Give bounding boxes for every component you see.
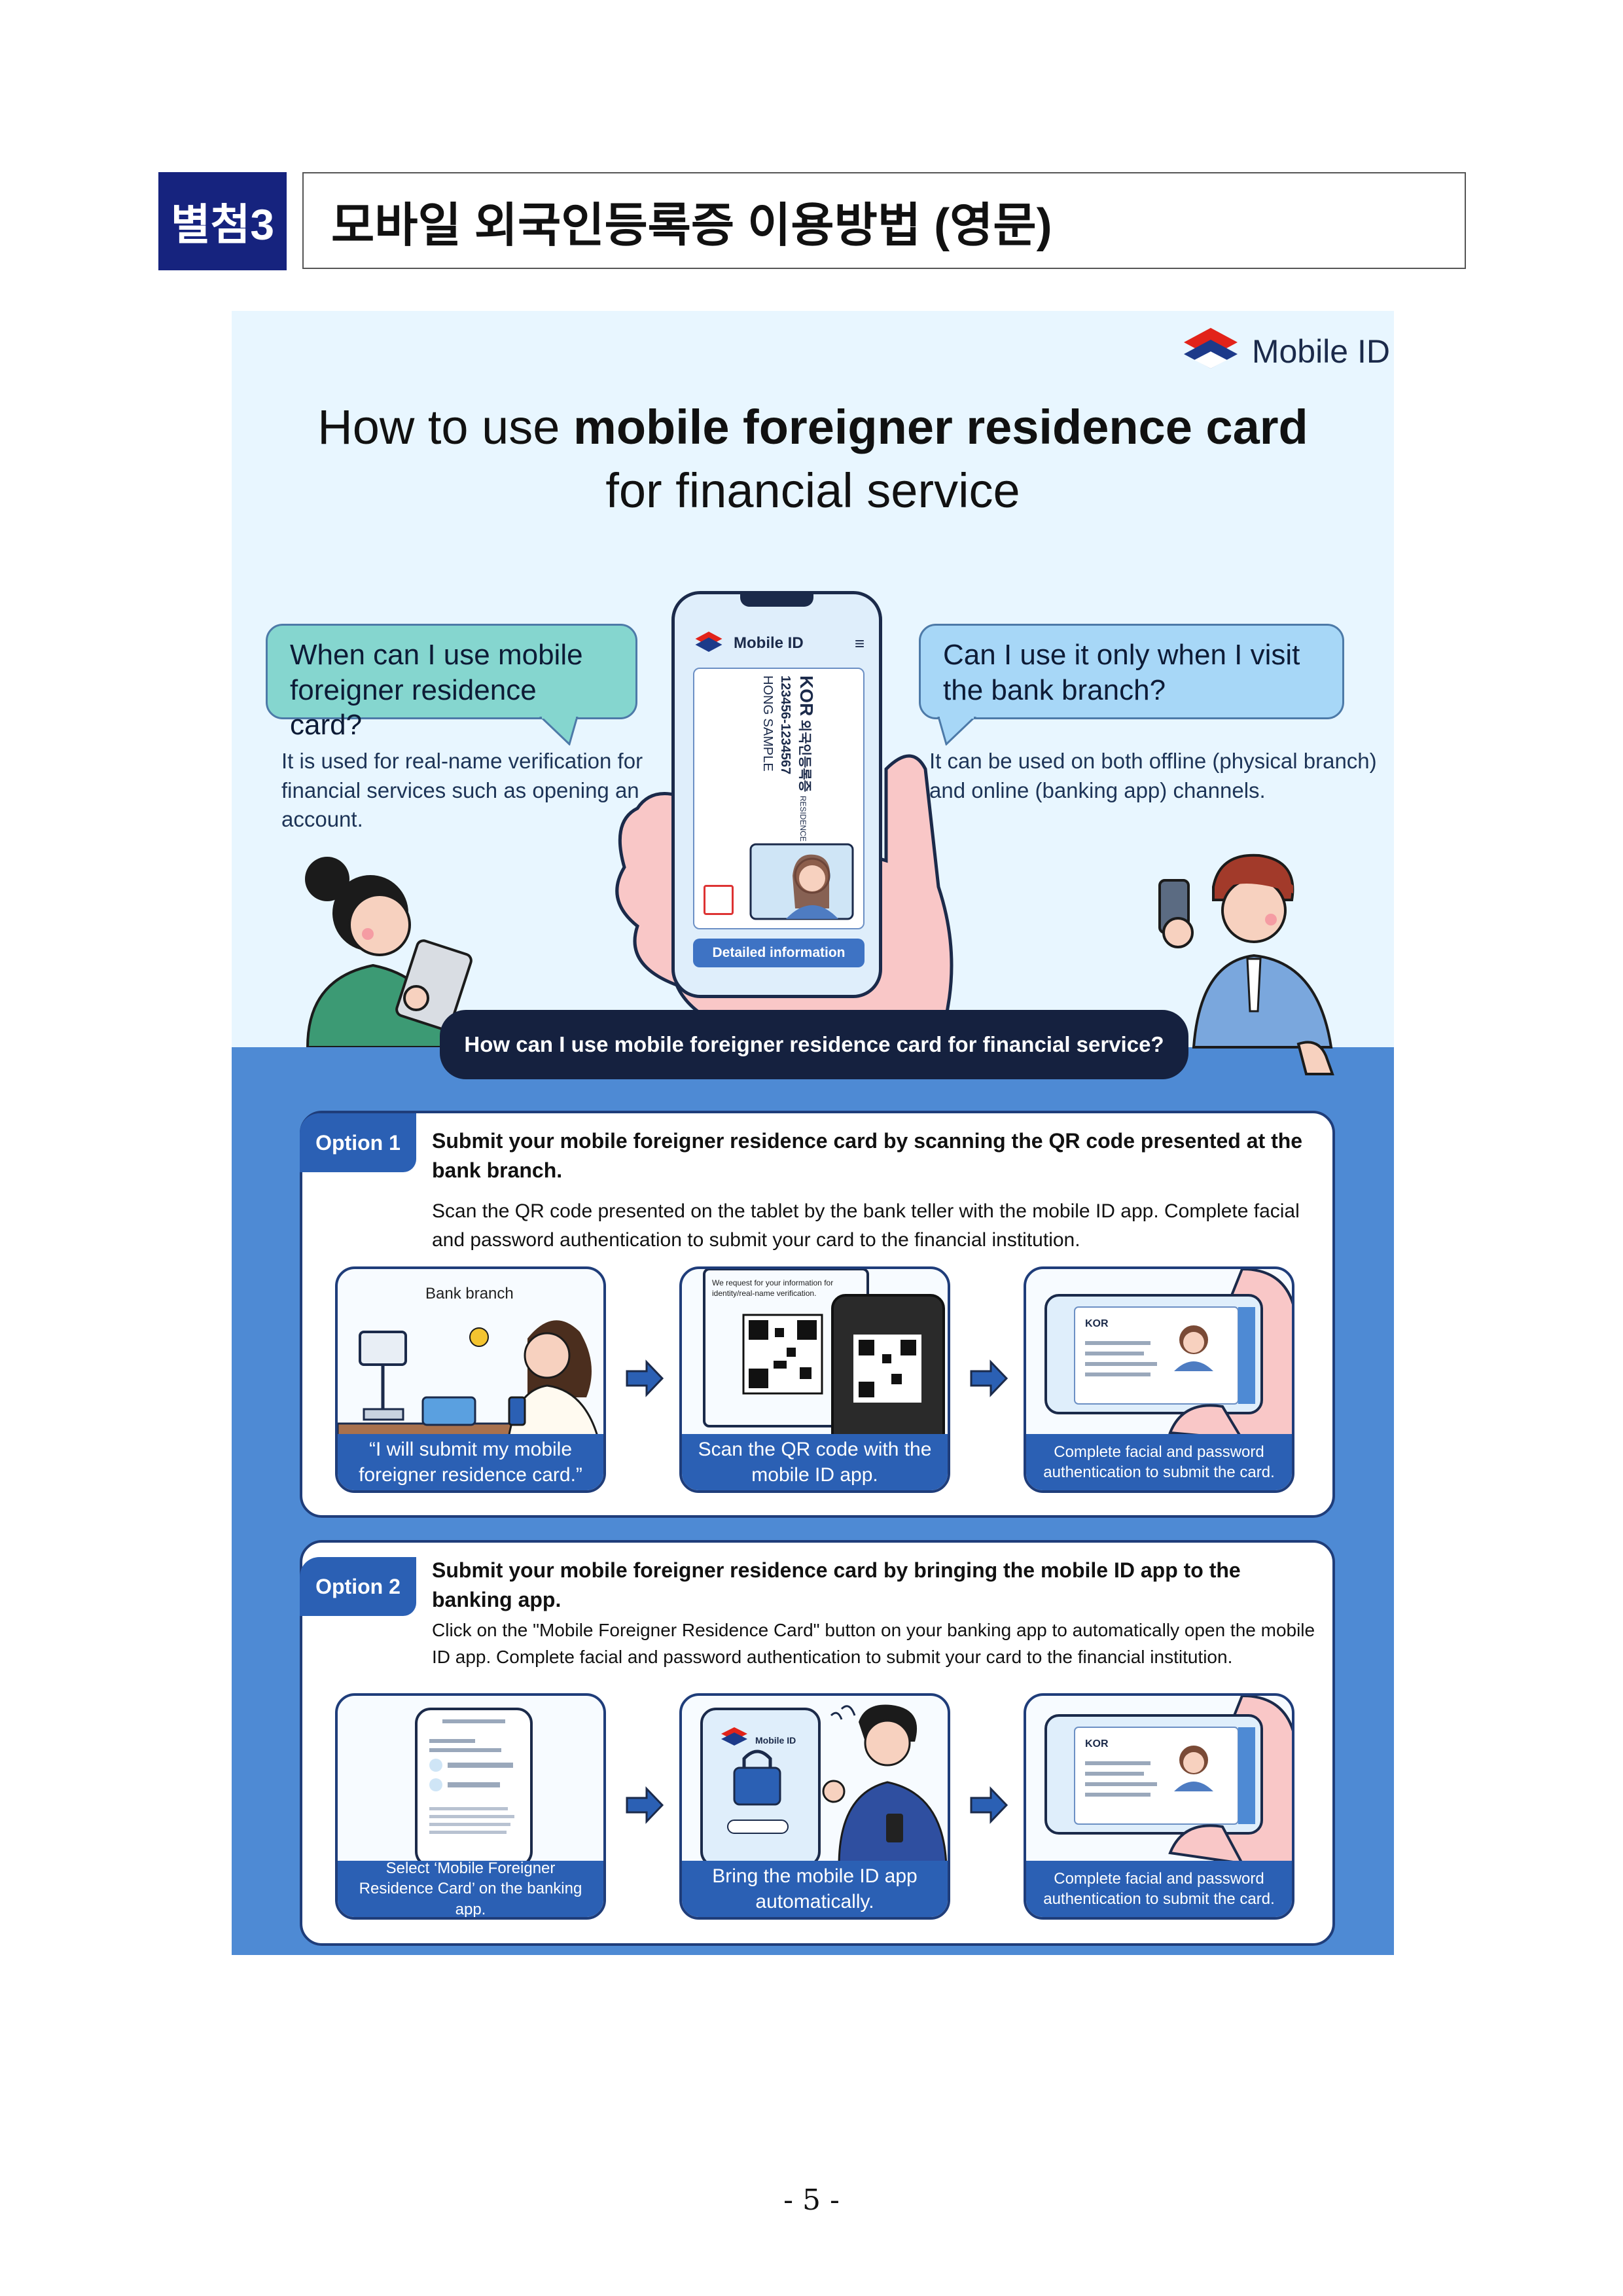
menu-icon: ≡	[854, 633, 865, 653]
detailed-information-button[interactable]: Detailed information	[693, 939, 865, 967]
option-1-tag: Option 1	[300, 1113, 416, 1172]
option-1-step-1-caption: “I will submit my mobile foreigner resid…	[338, 1434, 603, 1490]
banking-app-screen-illustration	[415, 1708, 533, 1866]
phone-app-header: Mobile ID ≡	[693, 627, 865, 660]
arrow-right-icon	[626, 1786, 664, 1824]
option-2-step-3: KOR Complete facial and password authent…	[1024, 1693, 1294, 1920]
arrow-right-icon	[970, 1786, 1008, 1824]
infographic-poster: Mobile ID How to use mobile foreigner re…	[232, 311, 1394, 1955]
man-with-phone-illustration	[1158, 853, 1334, 1075]
title-bold-text: mobile foreigner residence card	[573, 400, 1308, 454]
tablet-notice-text: We request for your information for iden…	[712, 1278, 834, 1298]
bank-branch-illustration	[338, 1320, 601, 1443]
svg-text:KOR: KOR	[1085, 1318, 1109, 1329]
question-bubble-left: When can I use mobile foreigner residenc…	[266, 624, 637, 741]
brand-logo: Mobile ID	[1181, 319, 1390, 384]
option-1-step-3: KOR Complete facial and password authent…	[1024, 1266, 1294, 1493]
option-2-step-2-caption: Bring the mobile ID app automatically.	[682, 1861, 948, 1917]
arrow-right-icon	[970, 1359, 1008, 1397]
phone-app-label: Mobile ID	[755, 1735, 796, 1746]
option-2-step-2: Mobile ID Bring the mobile ID app automa…	[679, 1693, 950, 1920]
title-normal-text: How to use	[317, 400, 574, 454]
option-1-step-1: Bank branch “I will submit my mobile for…	[335, 1266, 606, 1493]
option-2-step-1-caption: Select ‘Mobile Foreigner Residence Card’…	[338, 1859, 603, 1917]
option-2-tag: Option 2	[300, 1557, 416, 1616]
phone-mockup: Mobile ID ≡ KOR 외국인등록증 RESIDENCE CARD 12…	[671, 591, 882, 998]
card-number: 123456-1234567	[778, 675, 793, 775]
card-stamp	[704, 885, 734, 915]
appendix-tag: 별첨3	[158, 172, 287, 270]
qr-scan-illustration	[703, 1269, 945, 1439]
answer-text-right: It can be used on both offline (physical…	[929, 749, 1377, 802]
option-1-step-2: We request for your information for iden…	[679, 1266, 950, 1493]
question-banner: How can I use mobile foreigner residence…	[440, 1010, 1188, 1079]
page-number: - 5 -	[783, 2183, 840, 2217]
option-2-heading: Submit your mobile foreigner residence c…	[432, 1558, 1241, 1612]
card-name: HONG SAMPLE	[760, 675, 776, 772]
woman-with-tablet-illustration	[305, 857, 473, 1047]
phone-notch	[740, 592, 813, 607]
option-2-panel: Option 2 Submit your mobile foreigner re…	[300, 1540, 1335, 1946]
arrow-right-icon	[626, 1359, 664, 1397]
phone-app-name: Mobile ID	[734, 634, 804, 652]
mobile-card-on-phone-illustration: KOR	[1044, 1269, 1292, 1439]
svg-text:KOR: KOR	[1085, 1738, 1109, 1749]
option-1-panel: Option 1 Submit your mobile foreigner re…	[300, 1111, 1335, 1518]
option-1-step-3-caption: Complete facial and password authenticat…	[1026, 1434, 1292, 1490]
option-2-description: Click on the "Mobile Foreigner Residence…	[432, 1620, 1315, 1667]
option-1-heading: Submit your mobile foreigner residence c…	[432, 1129, 1303, 1183]
bank-branch-label: Bank branch	[425, 1285, 514, 1302]
bubble-right-tail	[937, 717, 976, 745]
option-1-step-2-caption: Scan the QR code with the mobile ID app.	[682, 1434, 948, 1490]
option-2-step-1: Select ‘Mobile Foreigner Residence Card’…	[335, 1693, 606, 1920]
card-photo-icon	[749, 843, 854, 920]
option-1-description: Scan the QR code presented on the tablet…	[432, 1200, 1300, 1251]
mobile-id-logo-icon	[695, 632, 722, 652]
card-kor: KOR	[796, 675, 817, 717]
answer-text-left: It is used for real-name verification fo…	[281, 749, 643, 832]
mobile-card-on-phone-illustration: KOR	[1044, 1696, 1292, 1866]
brand-label: Mobile ID	[1251, 333, 1390, 370]
option-2-step-3-caption: Complete facial and password authenticat…	[1026, 1861, 1292, 1917]
main-title-line2: for financial service	[605, 463, 1020, 518]
question-bubble-right: Can I use it only when I visit the bank …	[919, 624, 1344, 719]
residence-card: KOR 외국인등록증 RESIDENCE CARD 123456-1234567…	[693, 668, 865, 929]
page-title: 모바일 외국인등록증 이용방법 (영문)	[302, 172, 1466, 269]
mobile-id-app-launch-illustration	[700, 1704, 948, 1866]
bubble-left-tail	[539, 717, 579, 745]
mobile-id-logo-icon	[1183, 328, 1238, 368]
card-title: 외국인등록증	[797, 719, 812, 793]
main-title-line1: How to use mobile foreigner residence ca…	[232, 399, 1394, 455]
